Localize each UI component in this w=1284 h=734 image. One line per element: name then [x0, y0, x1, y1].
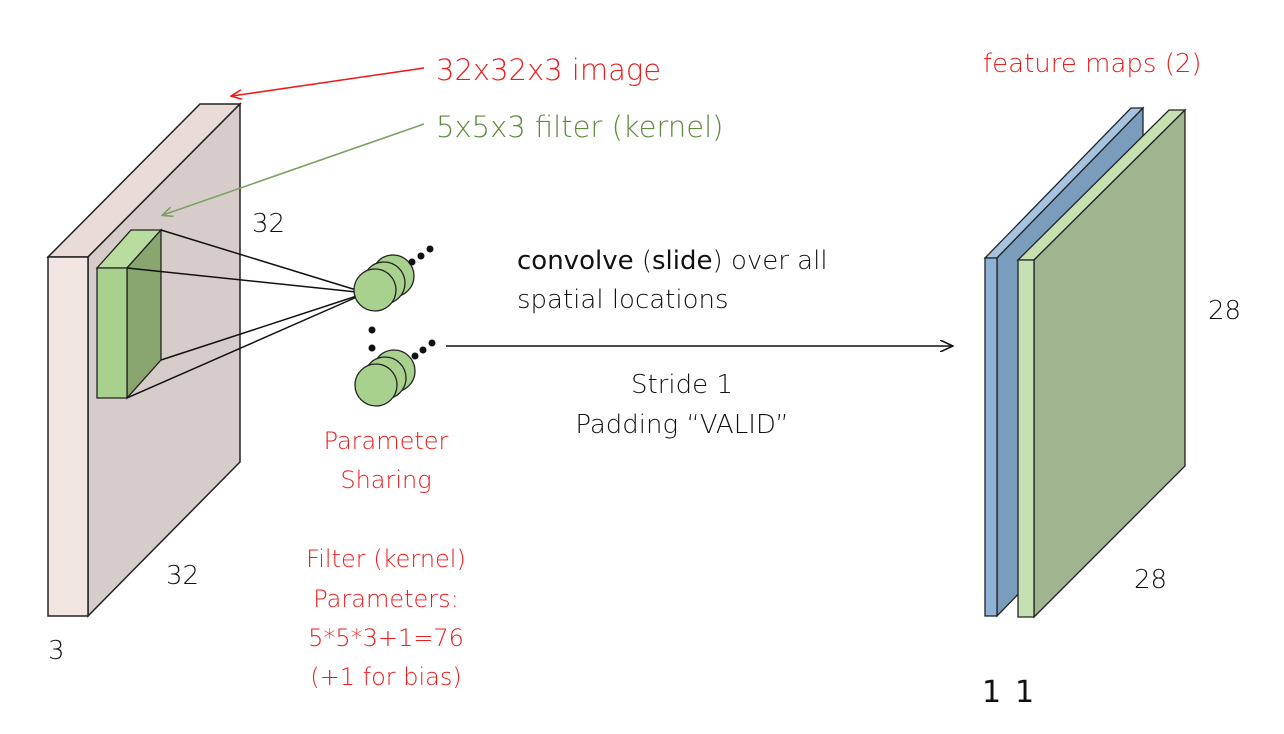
feature-map-green-front	[1017, 259, 1035, 618]
neuron-group-top	[353, 254, 415, 312]
sharing-line-2: Sharing	[340, 466, 431, 494]
params-line-1: Filter (kernel)	[306, 545, 466, 573]
neuron-group-bottom	[354, 349, 416, 407]
convolve-line-1: convolve (slide) over all	[517, 246, 828, 276]
feature-maps-label: feature maps (2)	[983, 49, 1202, 79]
params-line-2: Parameters:	[313, 585, 458, 613]
ellipsis-dots	[368, 245, 436, 360]
filter-kernel	[95, 228, 163, 400]
output-depth-label-a: 1	[982, 675, 1001, 710]
output-depth-label-b: 1	[1015, 675, 1034, 710]
convolve-line-2: spatial locations	[517, 285, 729, 315]
slide-word: slide	[652, 246, 713, 276]
image-label: 32x32x3 image	[436, 53, 661, 87]
params-line-3: 5*5*3+1=76	[308, 624, 464, 652]
filter-arrow	[163, 123, 425, 215]
params-line-4: (+1 for bias)	[310, 663, 461, 691]
output-height-label: 28	[1208, 296, 1241, 326]
feature-map-blue-front	[984, 257, 998, 617]
convolve-word: convolve	[517, 246, 634, 276]
input-volume-front	[47, 256, 89, 617]
input-width-label: 32	[166, 561, 199, 591]
filter-label: 5x5x3 filter (kernel)	[436, 110, 724, 144]
image-arrow	[232, 67, 425, 96]
output-width-label: 28	[1134, 565, 1167, 595]
feature-map-green	[1016, 108, 1187, 619]
sharing-line-1: Parameter	[324, 427, 449, 455]
receptive-field-lines	[126, 229, 367, 399]
input-volume	[46, 102, 242, 618]
filter-front	[96, 267, 128, 399]
padding-label: Padding “VALID”	[575, 410, 788, 440]
input-depth-label: 3	[48, 636, 65, 666]
convolve-line-1-rest: over all	[731, 246, 828, 276]
stride-label: Stride 1	[631, 370, 733, 400]
input-height-label: 32	[252, 209, 285, 239]
